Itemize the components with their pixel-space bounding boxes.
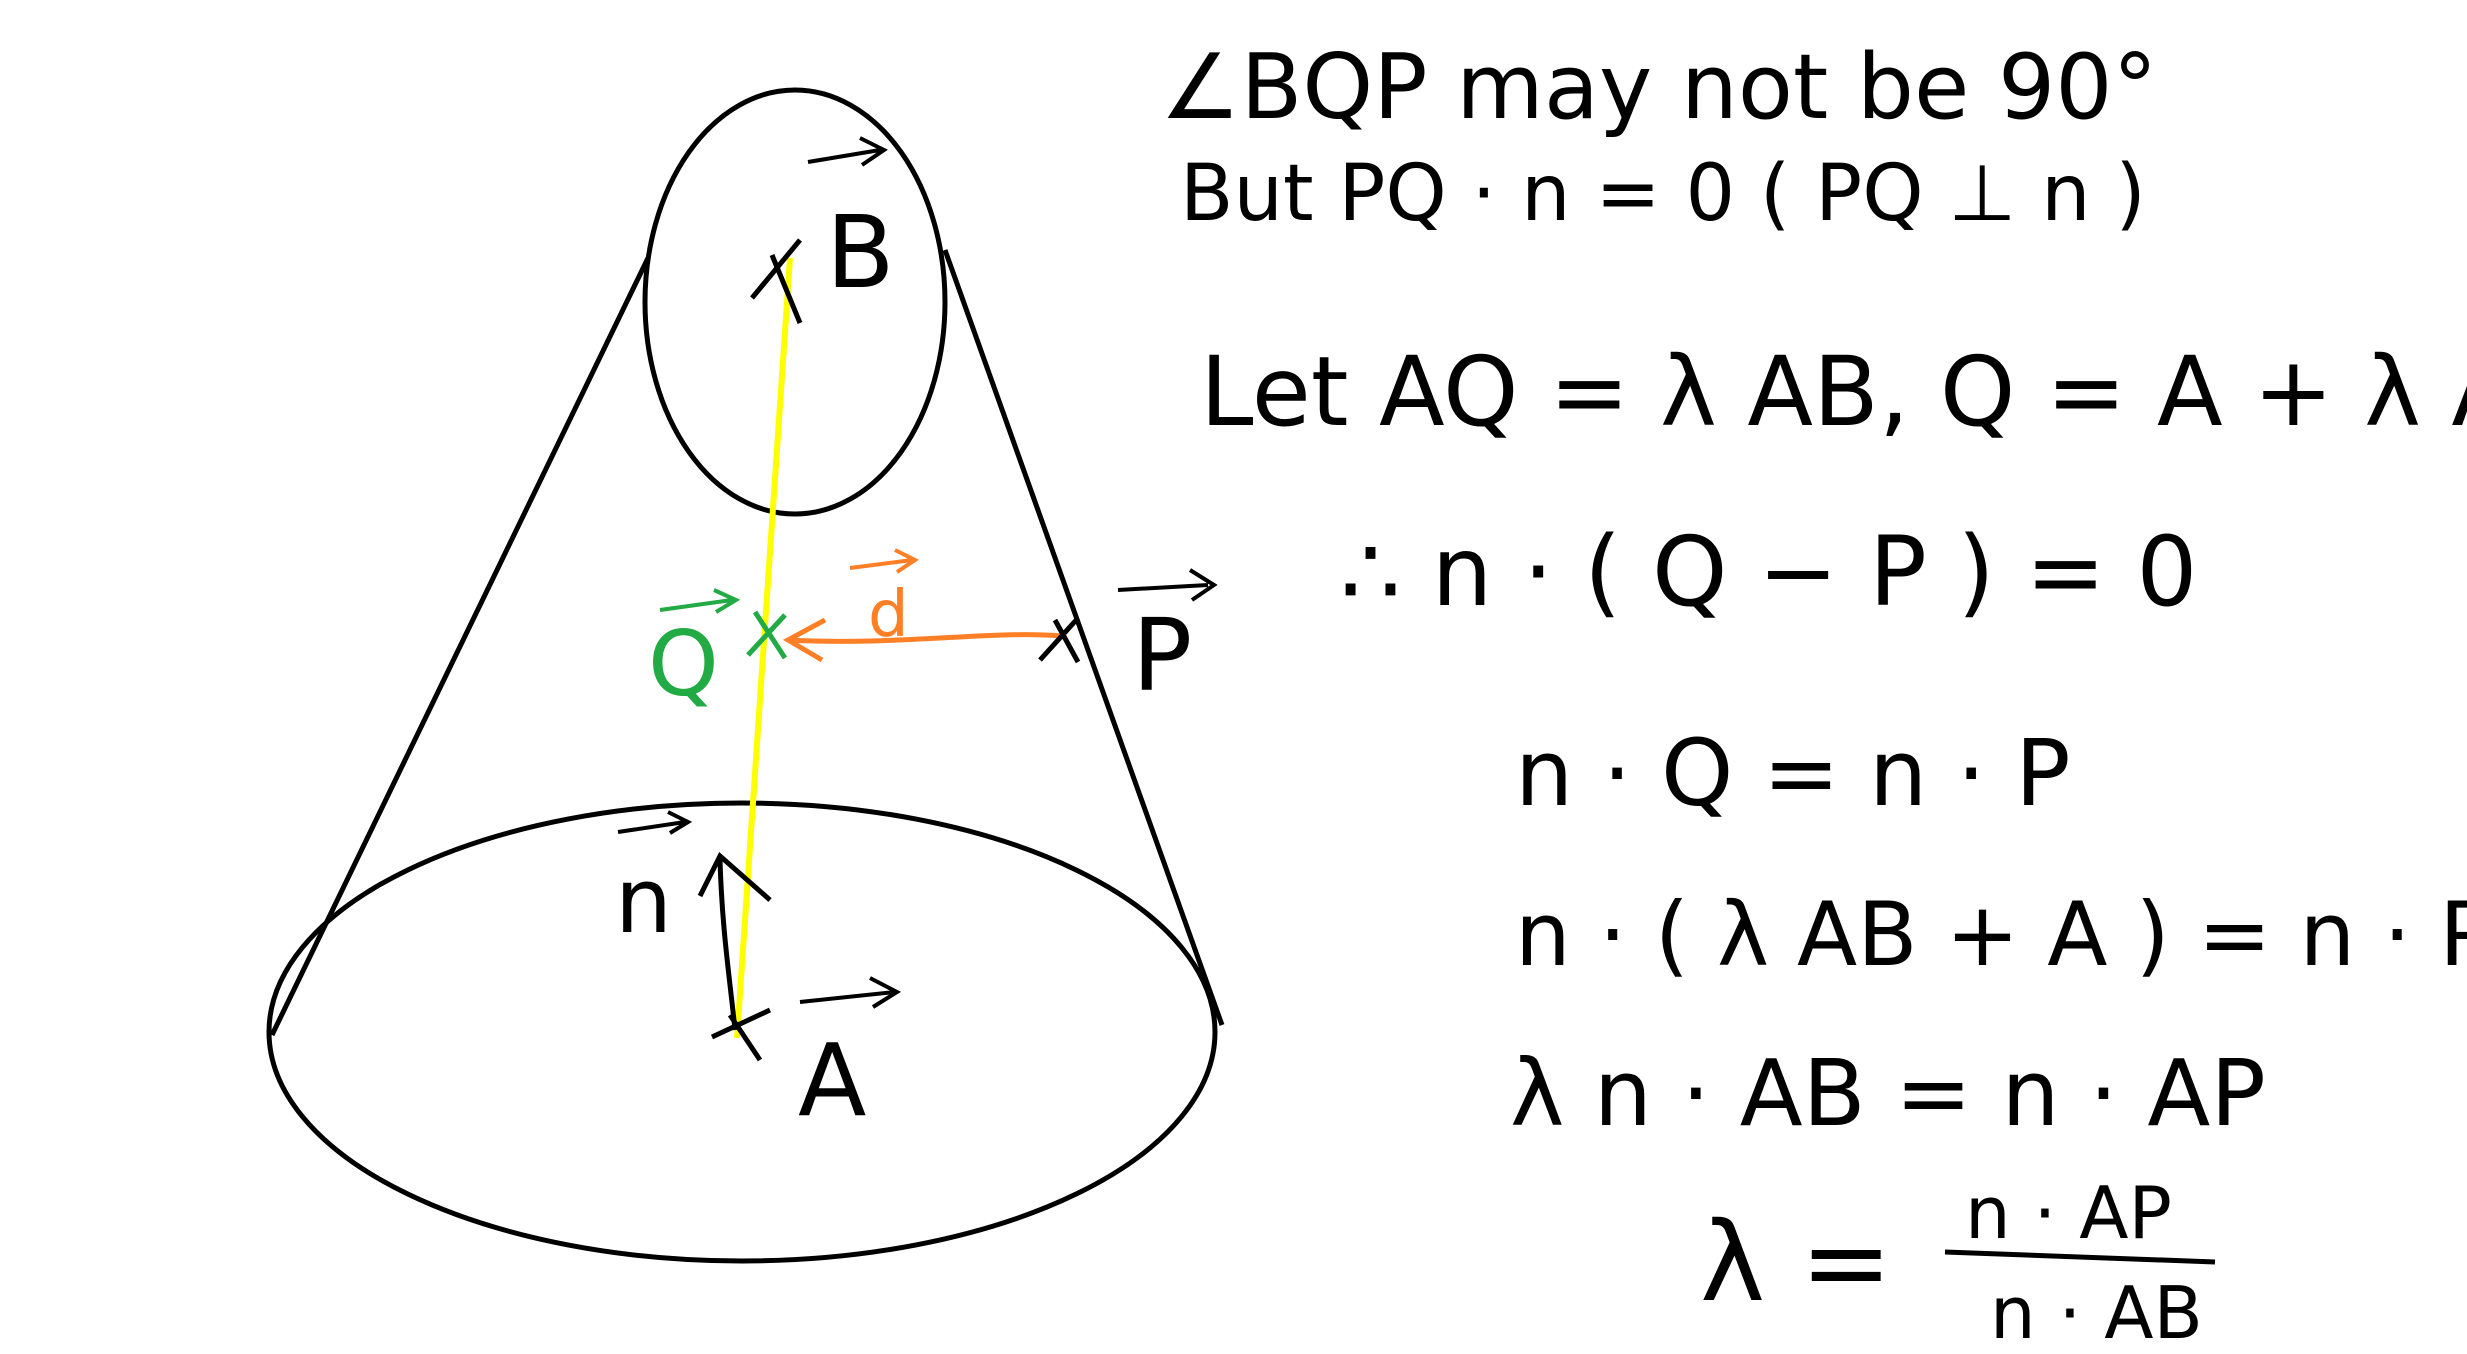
axis-line-ab xyxy=(734,257,793,1039)
fraction-bar xyxy=(1944,1249,2216,1265)
label-a: A xyxy=(798,1022,866,1139)
point-q-marker xyxy=(746,610,788,660)
label-d: d xyxy=(868,578,909,652)
note-line-8-lhs: λ = xyxy=(1700,1198,1892,1326)
label-n: n xyxy=(615,849,672,954)
note-line-6: n · ( λ AB + A ) = n · P xyxy=(1515,883,2467,986)
vector-d-arrow xyxy=(782,617,1063,663)
cone-base-ellipse xyxy=(266,800,1218,1264)
point-b-marker xyxy=(750,238,803,324)
vector-arrow-b xyxy=(807,136,888,167)
label-b: B xyxy=(826,194,895,311)
note-line-5: n · Q = n · P xyxy=(1515,720,2071,827)
vector-arrow-a xyxy=(799,976,902,1009)
vector-arrow-d-mark xyxy=(849,548,919,574)
note-line-8-numerator: n · AP xyxy=(1965,1171,2172,1255)
vector-arrow-q xyxy=(659,588,741,614)
note-line-3: Let AQ = λ AB, Q = A + λ AB xyxy=(1200,336,2467,448)
normal-arrow-n xyxy=(697,851,772,1031)
label-q: Q xyxy=(648,612,719,717)
note-line-4: ∴ n · ( Q − P ) = 0 xyxy=(1340,516,2197,628)
cone-top-ellipse xyxy=(642,87,948,517)
note-line-1: ∠BQP may not be 90° xyxy=(1160,35,2157,140)
cone-left-side xyxy=(269,256,651,1037)
label-p: P xyxy=(1132,597,1192,714)
note-line-2: But PQ · n = 0 ( PQ ⊥ n ) xyxy=(1180,149,2146,239)
notes-block: ∠BQP may not be 90° But PQ · n = 0 ( PQ … xyxy=(1160,35,2467,1354)
note-line-8-denominator: n · AB xyxy=(1990,1271,2203,1354)
cone-right-side xyxy=(942,249,1225,1026)
vector-arrow-n-mark xyxy=(617,810,693,835)
point-p-marker xyxy=(1038,616,1081,664)
note-line-7: λ n · AB = n · AP xyxy=(1510,1040,2266,1147)
vector-arrow-p xyxy=(1117,568,1218,602)
